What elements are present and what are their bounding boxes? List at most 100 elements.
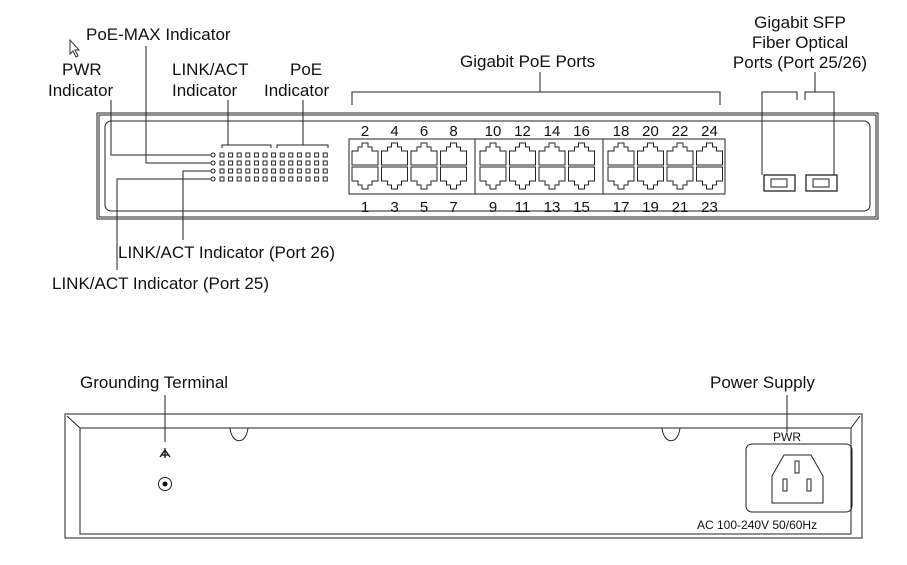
- port-number-bottom: 3: [390, 199, 398, 216]
- led-indicator: [314, 176, 320, 182]
- port-number-bottom: 13: [544, 199, 561, 216]
- port-number-bottom: 17: [613, 199, 630, 216]
- led-indicator: [288, 160, 294, 166]
- front-chassis: [96, 112, 879, 220]
- led-indicator: [271, 160, 277, 166]
- rj45-port: [509, 142, 536, 166]
- port-number-top: 24: [701, 123, 718, 140]
- led-indicator: [322, 152, 328, 158]
- led-indicator: [314, 168, 320, 174]
- linkact-label-1: LINK/ACT: [172, 60, 249, 79]
- led-indicator: [288, 152, 294, 158]
- led-indicator: [305, 176, 311, 182]
- led-indicator: [296, 168, 302, 174]
- led-indicator: [305, 168, 311, 174]
- port-number-top: 2: [361, 123, 369, 140]
- rj45-port: [410, 142, 438, 166]
- power-supply-label: Power Supply: [710, 373, 815, 392]
- port-number-top: 12: [514, 123, 531, 140]
- led-indicator: [228, 152, 234, 158]
- port-number-top: 10: [485, 123, 502, 140]
- led-indicator: [236, 152, 242, 158]
- rj45-port: [637, 166, 664, 190]
- port-number-bottom: 21: [672, 199, 689, 216]
- poe-label-1: PoE: [290, 60, 322, 79]
- rj45-port-block: [348, 138, 726, 195]
- rj45-port: [696, 166, 723, 190]
- mouse-cursor-icon: [69, 38, 81, 58]
- sfp-port-26: [805, 174, 838, 192]
- sfp-port-25: [763, 174, 796, 192]
- port-number-top: 22: [672, 123, 689, 140]
- led-indicator: [314, 160, 320, 166]
- grounding-terminal: [158, 477, 172, 491]
- gigabit-poe-ports-label: Gigabit PoE Ports: [460, 52, 595, 71]
- led-indicator: [245, 176, 251, 182]
- led-indicator: [322, 168, 328, 174]
- port-number-top: 4: [390, 123, 398, 140]
- linkact-label-2: Indicator: [172, 81, 238, 100]
- led-indicator: [210, 168, 216, 174]
- led-indicator: [262, 176, 268, 182]
- led-indicator: [210, 160, 216, 166]
- led-indicator: [271, 168, 277, 174]
- port-number-bottom: 9: [489, 199, 497, 216]
- port-number-bottom: 7: [449, 199, 457, 216]
- rj45-port: [381, 142, 408, 166]
- sfp-label-2: Fiber Optical: [752, 33, 848, 52]
- led-indicator: [322, 176, 328, 182]
- led-indicator: [245, 160, 251, 166]
- led-indicator-grid: [210, 152, 328, 182]
- rj45-port: [696, 142, 723, 166]
- led-indicator: [279, 168, 285, 174]
- rj45-port: [538, 142, 566, 166]
- led-indicator: [236, 160, 242, 166]
- led-indicator: [228, 168, 234, 174]
- led-indicator: [288, 168, 294, 174]
- port-number-top: 8: [449, 123, 457, 140]
- ac-rating-text: AC 100-240V 50/60Hz: [697, 518, 817, 532]
- led-indicator: [288, 176, 294, 182]
- port-number-bottom: 5: [420, 199, 428, 216]
- poe-label-2: Indicator: [264, 81, 330, 100]
- rj45-port: [351, 166, 379, 190]
- ground-symbol-icon: [159, 448, 171, 458]
- port-number-bottom: 19: [642, 199, 659, 216]
- led-indicator: [253, 152, 259, 158]
- pwr-label-2: Indicator: [48, 81, 114, 100]
- led-indicator: [296, 152, 302, 158]
- rj45-port: [479, 142, 507, 166]
- port-number-top: 16: [573, 123, 590, 140]
- sfp-label-3: Ports (Port 25/26): [733, 53, 867, 72]
- led-indicator: [245, 168, 251, 174]
- front-leader-lines: [110, 46, 835, 270]
- linkact-25-label: LINK/ACT Indicator (Port 25): [52, 274, 269, 293]
- led-indicator: [253, 160, 259, 166]
- rj45-port: [440, 142, 467, 166]
- port-number-top: 14: [544, 123, 561, 140]
- led-indicator: [236, 176, 242, 182]
- led-indicator: [296, 160, 302, 166]
- led-indicator: [279, 176, 285, 182]
- led-indicator: [322, 160, 328, 166]
- rj45-port: [637, 142, 664, 166]
- pwr-label-1: PWR: [62, 60, 102, 79]
- ac-power-socket: [745, 443, 853, 513]
- led-indicator: [210, 176, 216, 182]
- led-indicator: [296, 176, 302, 182]
- led-indicator: [228, 160, 234, 166]
- rj45-port: [410, 166, 438, 190]
- rj45-port: [509, 166, 536, 190]
- led-indicator: [245, 152, 251, 158]
- led-indicator: [271, 152, 277, 158]
- port-number-top: 20: [642, 123, 659, 140]
- rj45-port: [479, 166, 507, 190]
- led-indicator: [228, 176, 234, 182]
- rj45-port: [607, 142, 635, 166]
- port-number-top: 6: [420, 123, 428, 140]
- led-indicator: [253, 176, 259, 182]
- rj45-port: [607, 166, 635, 190]
- port-number-bottom: 1: [361, 199, 369, 216]
